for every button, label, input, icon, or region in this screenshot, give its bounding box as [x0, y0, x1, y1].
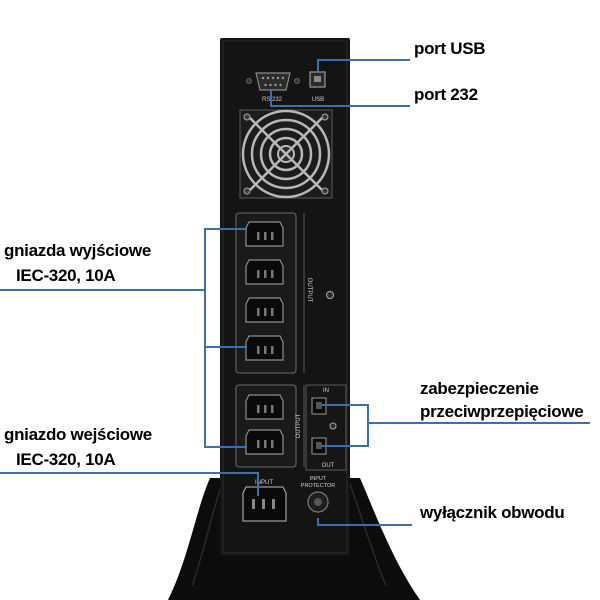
output-socket: [245, 221, 284, 247]
callout-line-input-socket: [0, 472, 259, 496]
callout-line-usb: [317, 59, 410, 72]
input-protector-label-line1: INPUT: [310, 476, 327, 482]
callout-line-input-to-output: [204, 347, 247, 448]
callout-output-sockets-line2: IEC-320, 10A: [16, 266, 116, 285]
output-panel-screw: [326, 291, 334, 299]
output-socket: [245, 394, 284, 420]
surge-panel-screw: [329, 422, 337, 430]
surge-in-port: [311, 397, 327, 415]
callout-port-232: port 232: [414, 85, 478, 104]
callout-output-sockets-line1: gniazda wyjściowe: [4, 241, 152, 260]
input-protector-label-line2: PROTECTOR: [301, 483, 335, 489]
output-panel-label: OUTPUT: [306, 278, 312, 303]
output-socket: [245, 297, 284, 323]
callout-input-socket-line2: IEC-320, 10A: [16, 450, 116, 469]
output-socket: [245, 259, 284, 285]
usb-port: [309, 71, 326, 88]
output-socket: [245, 429, 284, 455]
cooling-fan: [239, 109, 333, 199]
output-socket-panel: [235, 212, 305, 374]
surge-in-label: IN: [323, 388, 329, 394]
rs232-port-label: RS 232: [262, 97, 283, 103]
callout-circuit-breaker: wyłącznik obwodu: [420, 503, 565, 522]
callout-line-232: [270, 90, 410, 107]
usb-port-label: USB: [312, 97, 324, 103]
callout-surge-protection-line1: zabezpieczenie: [420, 379, 539, 398]
callout-input-socket-line1: gniazdo wejściowe: [4, 425, 152, 444]
output-socket: [245, 335, 284, 361]
callout-line-surge: [322, 404, 590, 447]
callout-port-usb: port USB: [414, 39, 486, 58]
callout-surge-protection-line2: przeciwprzepięciowe: [420, 402, 584, 421]
surge-out-label: OUT: [322, 463, 335, 469]
input-socket: [242, 486, 287, 522]
rs232-port: [246, 72, 300, 91]
lower-output-panel-label: OUTPUT: [296, 413, 302, 438]
input-socket-label: INPUT: [255, 480, 273, 486]
ups-body-bevel: [222, 40, 348, 554]
circuit-breaker: [307, 491, 329, 513]
callout-line-breaker: [317, 518, 412, 526]
